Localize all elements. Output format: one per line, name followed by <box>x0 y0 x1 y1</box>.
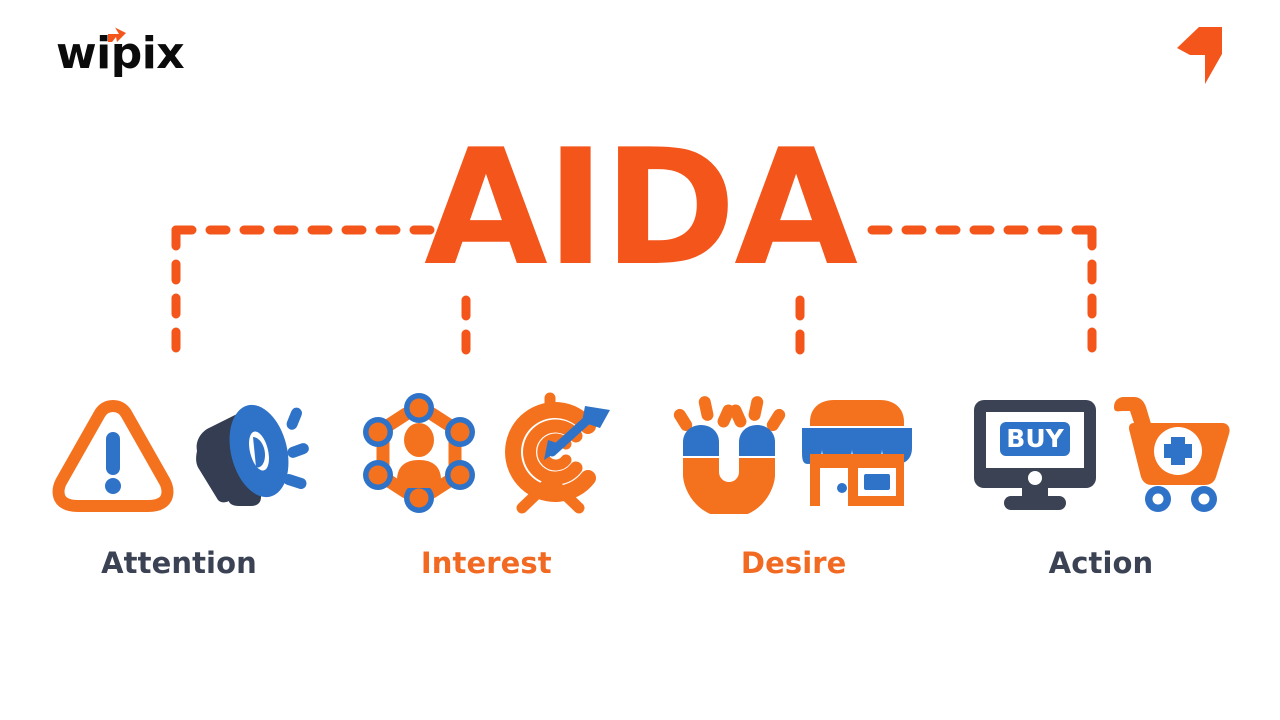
stage-desire-icons <box>649 388 939 518</box>
warning-triangle-icon <box>52 400 174 512</box>
network-people-icon <box>363 393 476 513</box>
stage-desire-label: Desire <box>740 546 847 580</box>
stage-interest-icons <box>341 388 631 518</box>
stage-action-label: Action <box>1048 546 1154 580</box>
stage-action[interactable]: BUY <box>956 388 1246 580</box>
corner-arrow-mark-icon <box>1177 27 1222 84</box>
storefront-icon <box>801 400 912 506</box>
brand-logo[interactable]: wipix <box>56 24 276 84</box>
stage-interest-label: Interest <box>420 546 552 580</box>
monitor-buy-text: BUY <box>1006 424 1064 453</box>
target-arrow-icon <box>505 392 611 514</box>
monitor-buy-icon: BUY <box>973 400 1096 510</box>
stage-attention[interactable]: Attention <box>34 388 324 580</box>
stage-row: Attention <box>0 388 1280 608</box>
page-title: AIDA <box>424 114 858 301</box>
stage-attention-icons <box>34 388 324 518</box>
megaphone-icon <box>196 404 309 506</box>
stage-attention-label: Attention <box>101 546 257 580</box>
magnet-icon <box>673 396 785 514</box>
brand-accent-arrow-icon <box>108 27 126 42</box>
stage-action-icons: BUY <box>956 388 1246 518</box>
stage-desire[interactable]: Desire <box>649 388 939 580</box>
stage-interest[interactable]: Interest <box>341 388 631 580</box>
shopping-cart-plus-icon <box>1113 397 1230 512</box>
